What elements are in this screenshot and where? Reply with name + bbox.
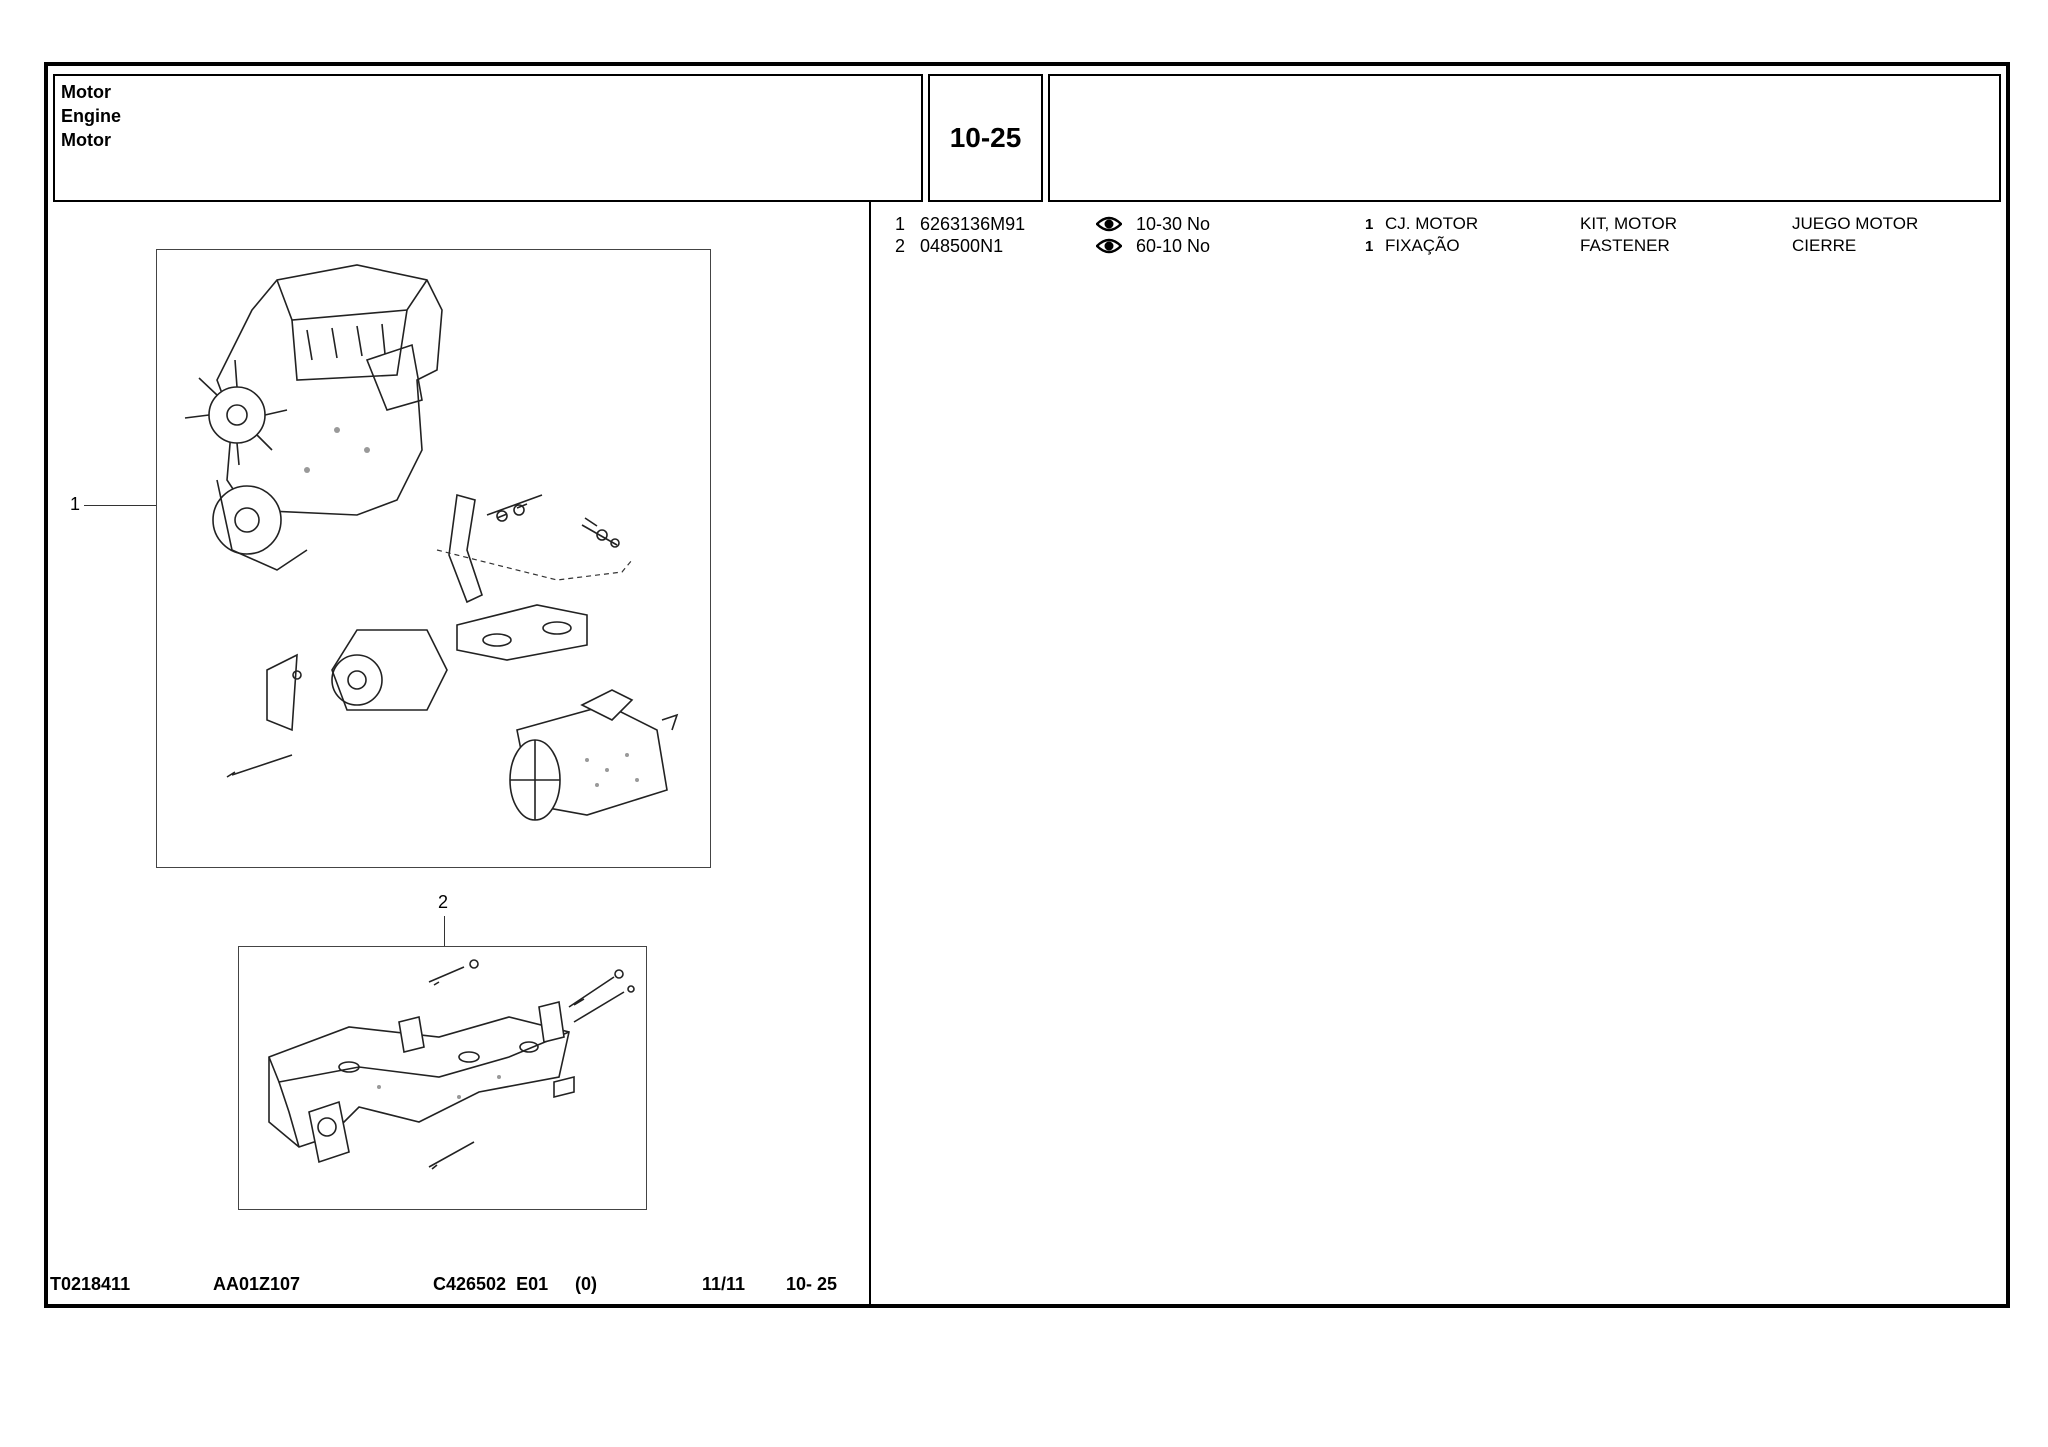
part-number: 6263136M91: [920, 214, 1026, 234]
title-pt: Motor: [61, 82, 111, 102]
part-ref: 2: [895, 236, 906, 256]
part-qty: 1: [1365, 238, 1374, 255]
title-en: Engine: [61, 106, 122, 126]
section-title-box: Motor Engine Motor: [53, 74, 923, 202]
eye-icon[interactable]: [1095, 237, 1123, 260]
desc-en: KIT, MOTOR: [1580, 214, 1677, 233]
callout-2: 2: [438, 892, 449, 912]
callout-1: 1: [70, 494, 81, 514]
callout-1-leader: [84, 505, 156, 506]
footer-model-code: AA01Z107: [213, 1274, 301, 1294]
footer-doc-id: T0218411: [50, 1274, 131, 1294]
desc-es: JUEGO MOTOR: [1792, 214, 1919, 233]
part-ref: 1: [895, 214, 906, 234]
eye-icon[interactable]: [1095, 215, 1123, 238]
desc-en: FASTENER: [1580, 236, 1670, 255]
group-code: 10-25: [949, 122, 1022, 153]
column-divider: [869, 202, 871, 1306]
desc-es: CIERRE: [1792, 236, 1857, 255]
callout-2-leader: [444, 916, 445, 946]
desc-pt: FIXAÇÃO: [1385, 236, 1460, 255]
serial-ref: 60-10 No: [1136, 236, 1211, 256]
engine-illustration-panel: [156, 249, 711, 868]
footer-page-ref: 10- 25: [786, 1274, 838, 1294]
info-box: [1048, 74, 2001, 202]
part-number: 048500N1: [920, 236, 1004, 256]
serial-ref: 10-30 No: [1136, 214, 1211, 234]
part-qty: 1: [1365, 216, 1374, 233]
bracket-illustration-panel: [238, 946, 647, 1210]
desc-pt: CJ. MOTOR: [1385, 214, 1479, 233]
engine-illustration: [184, 264, 679, 821]
footer-catalog: C426502 E01: [433, 1274, 549, 1294]
footer-revision: (0): [575, 1274, 597, 1294]
footer-date: 11/11: [702, 1274, 746, 1294]
page-frame: [44, 62, 2010, 1308]
group-code-box: 10-25: [928, 74, 1043, 202]
bracket-illustration: [268, 959, 635, 1170]
title-es: Motor: [61, 130, 111, 150]
